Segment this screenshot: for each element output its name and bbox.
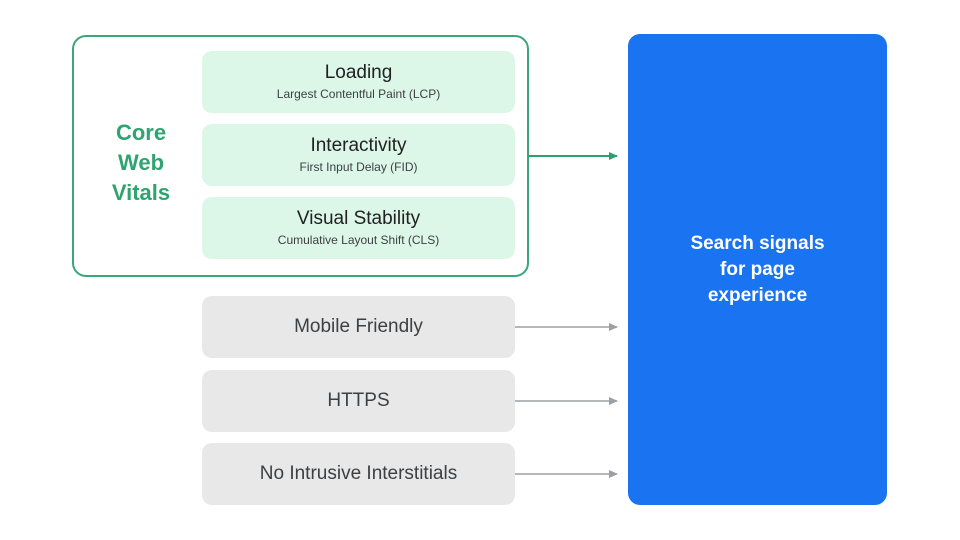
signal-no-intrusive-interstitials: No Intrusive Interstitials	[202, 443, 515, 505]
page-experience-signals-label: Search signals for page experience	[690, 232, 825, 306]
metric-interactivity-subtitle: First Input Delay (FID)	[299, 160, 418, 174]
metric-visual-stability: Visual Stability Cumulative Layout Shift…	[202, 197, 515, 259]
core-web-vitals-group	[72, 35, 529, 277]
page-experience-signals-box: Search signals for page experience	[628, 34, 887, 505]
metric-loading-subtitle: Largest Contentful Paint (LCP)	[276, 87, 441, 101]
metric-visual-stability-subtitle: Cumulative Layout Shift (CLS)	[277, 233, 440, 247]
signal-https: HTTPS	[202, 370, 515, 432]
metric-loading-title: Loading	[324, 62, 393, 83]
metric-visual-stability-title: Visual Stability	[296, 208, 421, 229]
signal-mobile-friendly: Mobile Friendly	[202, 296, 515, 358]
metric-interactivity: Interactivity First Input Delay (FID)	[202, 124, 515, 186]
metric-interactivity-title: Interactivity	[310, 135, 407, 156]
metric-loading: Loading Largest Contentful Paint (LCP)	[202, 51, 515, 113]
